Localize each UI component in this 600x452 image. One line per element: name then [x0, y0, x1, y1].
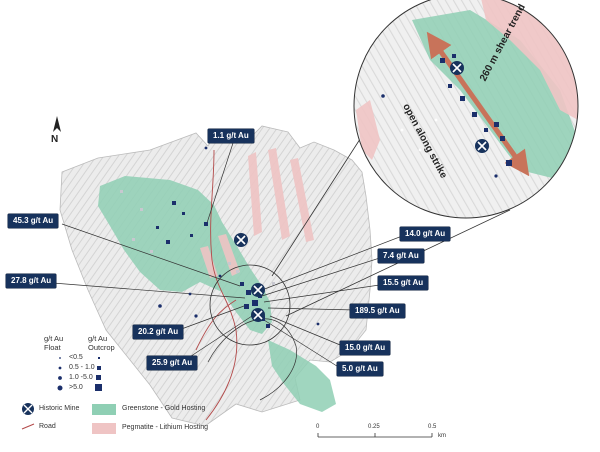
historic-mine-icon [234, 233, 248, 247]
assay-callout: 27.8 g/t Au [6, 274, 57, 288]
greenstone-unit [98, 176, 272, 334]
assay-callout: 1.1 g/t Au [208, 129, 254, 143]
assay-callout: 20.2 g/t Au [133, 325, 184, 339]
legend-range: 1.0 -5.0 [69, 374, 93, 381]
legend-range: >5.0 [69, 384, 83, 391]
pegmatite-units [200, 148, 314, 278]
north-arrow-icon [53, 116, 61, 132]
assay-callout: 14.0 g/t Au [400, 227, 451, 241]
legend-pegmatite: Pegmatite - Lithium Hosting [122, 424, 208, 431]
legend-historic-mine: Historic Mine [39, 405, 80, 412]
callout-leaders [39, 139, 411, 369]
assay-callout: 5.0 g/t Au [337, 362, 383, 376]
legend-road: Road [39, 423, 56, 430]
greenstone-unit-south [268, 340, 336, 412]
sample-markers-light [120, 190, 275, 285]
roads [195, 149, 238, 421]
assay-callout: 15.5 g/t Au [378, 276, 429, 290]
scale-unit: km [438, 433, 446, 439]
scale-tick-label: 0.25 [368, 424, 380, 430]
scale-bar [317, 433, 433, 438]
float-header-units: g/t Au [44, 334, 64, 343]
historic-mine-icon [22, 403, 34, 415]
legend-greenstone: Greenstone - Gold Hosting [122, 405, 206, 412]
target-zoom-circle [209, 264, 291, 346]
legend-range: <0.5 [69, 354, 83, 361]
float-header: Float [44, 343, 61, 352]
outcrop-header: Outcrop [88, 343, 115, 352]
assay-callout: 189.5 g/t Au [350, 304, 405, 318]
historic-mine-icon [450, 61, 464, 75]
outer-ellipse [207, 318, 297, 401]
scale-tick-label: 0 [316, 424, 320, 430]
legend-symbols [21, 357, 116, 434]
historic-mine-icon [475, 139, 489, 153]
assay-callout: 15.0 g/t Au [340, 341, 391, 355]
assay-callout: 45.3 g/t Au [8, 214, 59, 228]
assay-callout: 25.9 g/t Au [147, 356, 198, 370]
assay-callout: 7.4 g/t Au [378, 249, 424, 263]
outcrop-header-units: g/t Au [88, 334, 108, 343]
scale-tick-label: 0.5 [428, 424, 437, 430]
north-label: N [51, 134, 59, 145]
legend-range: 0.5 - 1.0 [69, 364, 95, 371]
historic-mine-icon [251, 308, 265, 322]
historic-mine-icon [251, 283, 265, 297]
